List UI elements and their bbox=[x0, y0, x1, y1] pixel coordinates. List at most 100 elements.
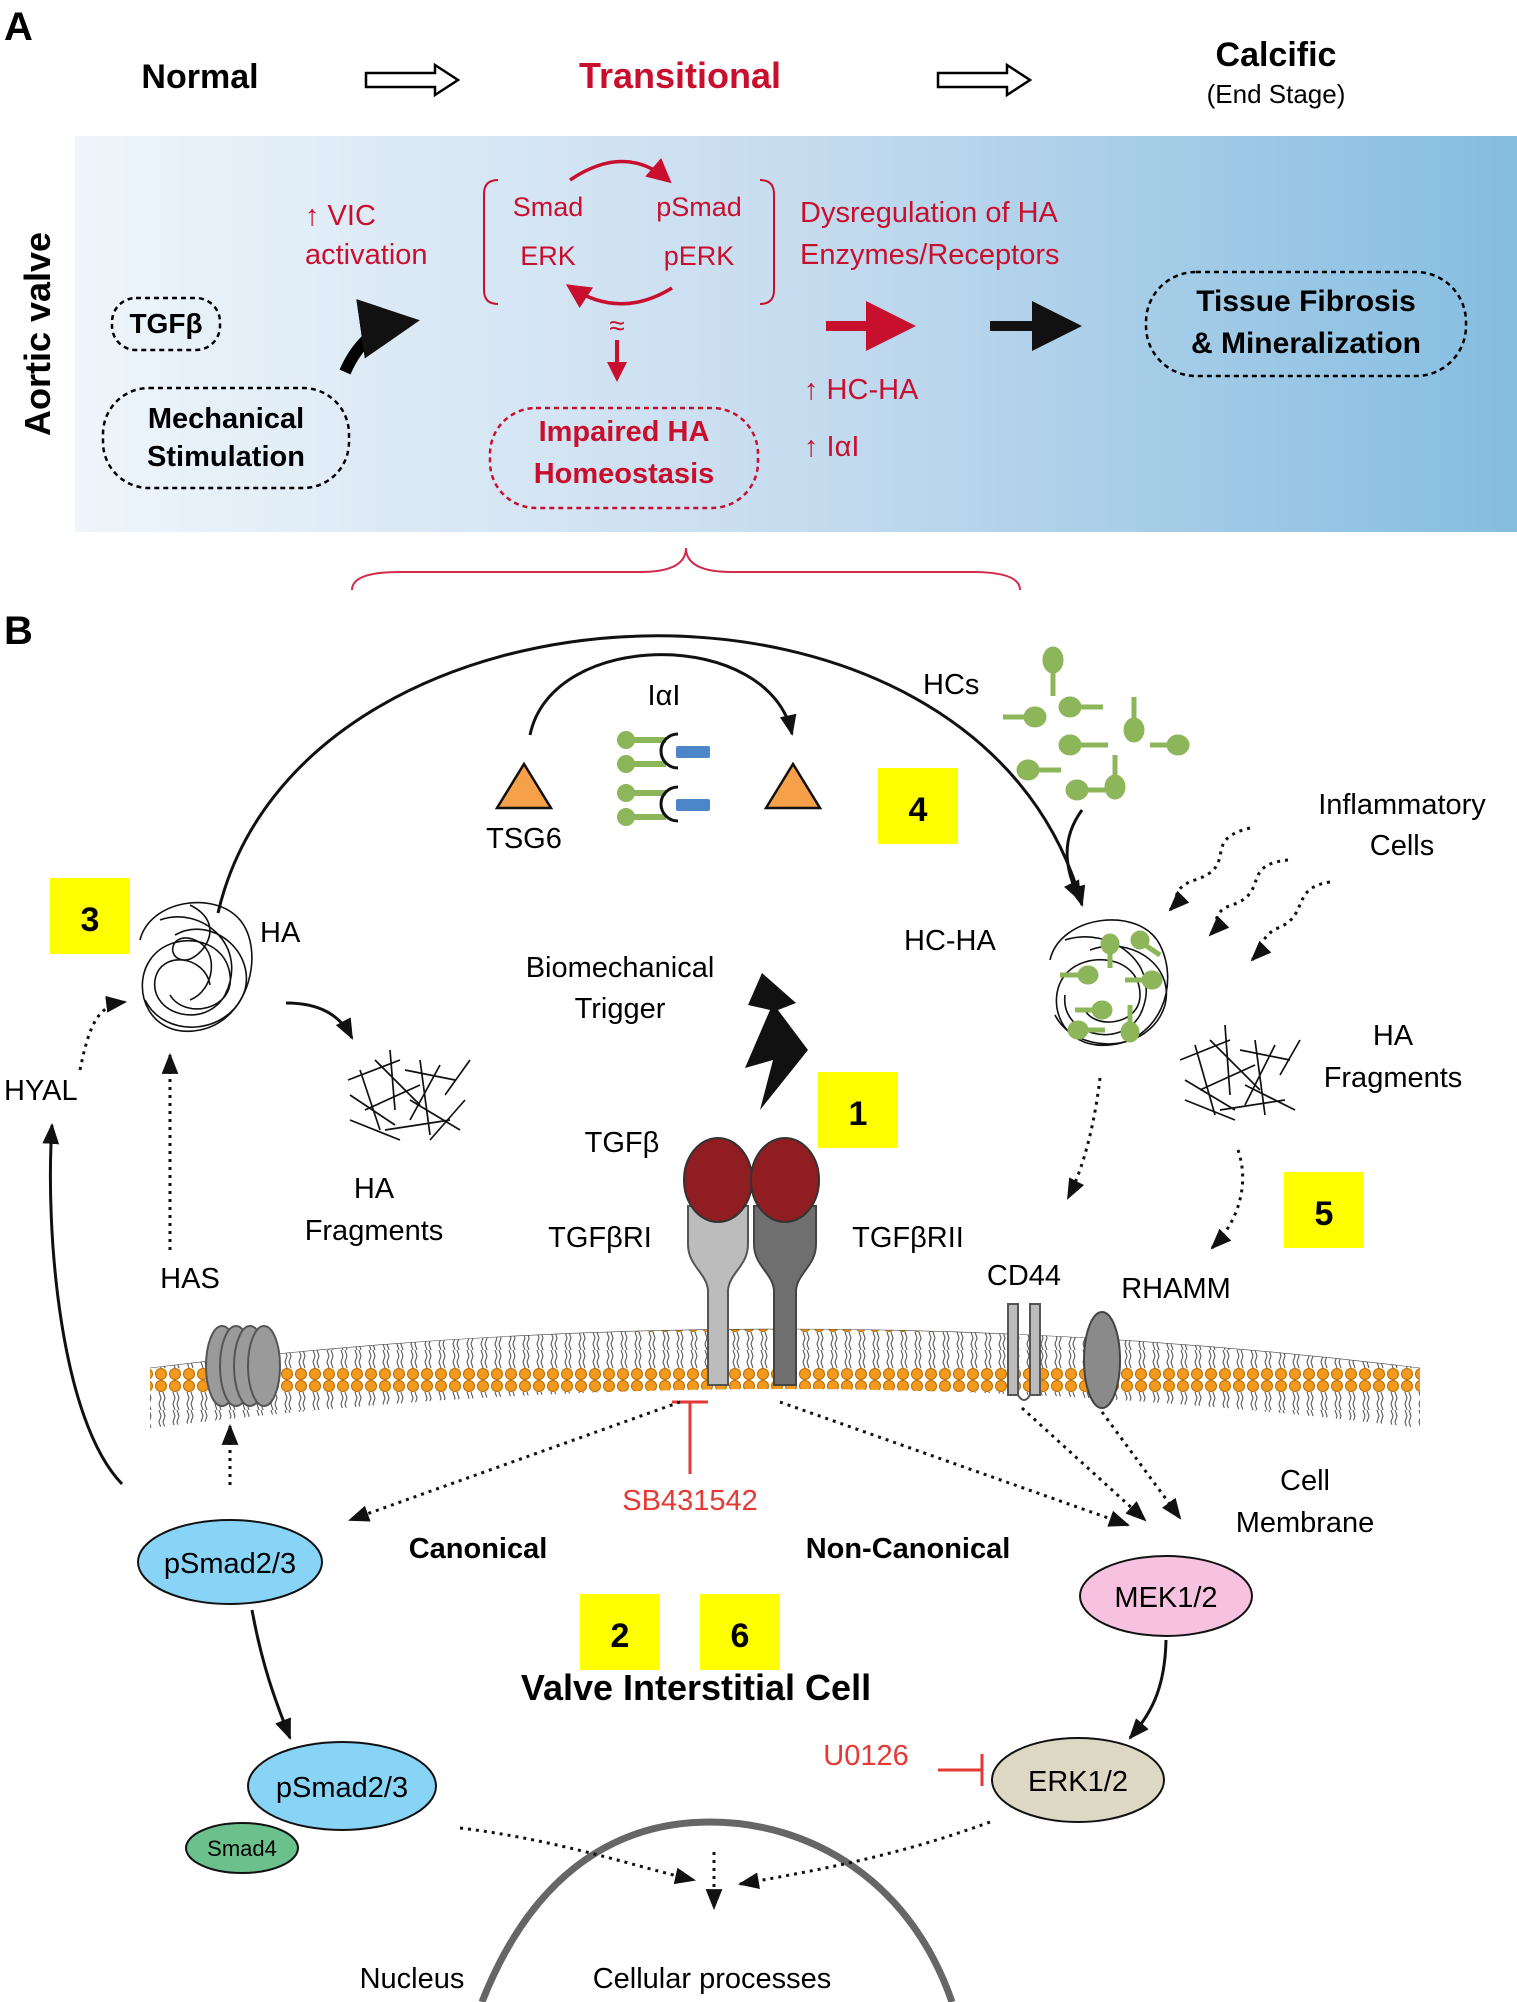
tsg6-loop-arrow bbox=[528, 653, 797, 737]
rhamm-label: RHAMM bbox=[1121, 1273, 1231, 1305]
ha-fragments-right-line1: HA bbox=[1373, 1020, 1414, 1052]
tgfb-ligand-right bbox=[750, 1137, 820, 1223]
open-arrow-1 bbox=[364, 62, 461, 98]
up-hc-ha: ↑ HC-HA bbox=[804, 374, 919, 406]
cellular-processes-label: Cellular processes bbox=[593, 1963, 832, 1995]
tsg6-label: TSG6 bbox=[486, 823, 562, 855]
tgfb-input-label: TGFβ bbox=[129, 308, 202, 339]
cells-label: Cells bbox=[1370, 830, 1434, 862]
sb431542-label: SB431542 bbox=[622, 1485, 757, 1517]
stage-calcific-sub: (End Stage) bbox=[1207, 79, 1346, 109]
tgfbri-label: TGFβRI bbox=[548, 1222, 652, 1254]
ha-fragments-left-line2: Fragments bbox=[305, 1215, 444, 1247]
psmad-node-top bbox=[137, 1519, 323, 1605]
psmad-node-bottom bbox=[247, 1741, 437, 1831]
impaired-ha-homeostasis-box bbox=[488, 406, 760, 510]
vic-activation-line1: ↑ VIC bbox=[305, 200, 376, 232]
mechanical-stimulation-box bbox=[101, 386, 351, 490]
stage-transitional: Transitional bbox=[579, 55, 781, 96]
dysregulation-line1: Dysregulation of HA bbox=[800, 197, 1059, 229]
cycle-psmad: pSmad bbox=[656, 192, 742, 222]
ha-label: HA bbox=[260, 917, 301, 949]
hcha-to-cd44-arrow bbox=[1066, 1077, 1102, 1200]
ha-to-hcha-arc bbox=[216, 634, 1086, 914]
badge-6: 6 bbox=[700, 1594, 780, 1670]
cd44-label: CD44 bbox=[987, 1260, 1061, 1292]
receptor-to-psmad-arrow bbox=[348, 1400, 681, 1522]
input-curved-arrow bbox=[339, 299, 420, 375]
svg-text:2: 2 bbox=[611, 1617, 630, 1655]
inflammatory-label: Inflammatory bbox=[1318, 789, 1486, 821]
biomechanical-label: Biomechanical bbox=[526, 952, 715, 984]
hcs-arrow bbox=[1064, 809, 1084, 902]
cycle-perk: pERK bbox=[664, 241, 735, 271]
tgfb-label: TGFβ bbox=[585, 1127, 660, 1159]
ha-fragments-right bbox=[1179, 1024, 1301, 1121]
stage-calcific: Calcific bbox=[1216, 36, 1337, 74]
receptor-to-mek-arrow bbox=[779, 1400, 1130, 1527]
psmad-to-processes-arrow bbox=[459, 1826, 697, 1885]
tsg6-triangle-left bbox=[494, 761, 554, 810]
svg-text:1: 1 bbox=[849, 1095, 868, 1133]
vic-activation-line2: activation bbox=[305, 239, 428, 271]
trigger-label: Trigger bbox=[575, 993, 666, 1025]
rhamm-to-mek-arrow bbox=[1100, 1411, 1182, 1520]
tissue-fibrosis-box bbox=[1144, 270, 1468, 378]
open-arrow-2 bbox=[936, 62, 1033, 98]
badge-4: 4 bbox=[878, 768, 958, 844]
hyal-arrow bbox=[78, 995, 128, 1071]
impaired-ha-label: Impaired HA bbox=[539, 416, 710, 448]
inflammatory-arrows bbox=[1168, 826, 1331, 962]
mek-node bbox=[1079, 1555, 1253, 1637]
tgfbrii-label: TGFβRII bbox=[852, 1222, 964, 1254]
psmad-bottom-label: pSmad2/3 bbox=[276, 1772, 408, 1804]
vic-title: Valve Interstitial Cell bbox=[521, 1667, 871, 1708]
panel-a-label: A bbox=[4, 5, 33, 49]
hc-ha-coil bbox=[1049, 919, 1169, 1046]
mek-to-erk-arrow bbox=[1128, 1639, 1168, 1740]
nucleus-label: Nucleus bbox=[360, 1963, 465, 1995]
erk-to-processes-arrow bbox=[737, 1820, 991, 1890]
dysregulation-line2: Enzymes/Receptors bbox=[800, 239, 1060, 271]
smad4-node bbox=[185, 1822, 299, 1874]
u0126-label: U0126 bbox=[823, 1740, 908, 1772]
cd44-receptor bbox=[1007, 1303, 1041, 1401]
homeostasis-label: Homeostasis bbox=[534, 458, 715, 490]
mineralization-label: & Mineralization bbox=[1191, 327, 1421, 360]
ha-fragments-left bbox=[347, 1049, 471, 1141]
up-iai: ↑ IαI bbox=[804, 431, 859, 463]
svg-text:4: 4 bbox=[909, 791, 928, 829]
fragments-to-rhamm-arrow bbox=[1210, 1149, 1245, 1250]
signaling-cycle: Smad pSmad ERK pERK ≈ bbox=[483, 157, 775, 382]
cycle-erk: ERK bbox=[520, 241, 576, 271]
cell-membrane-line2: Membrane bbox=[1236, 1507, 1375, 1539]
panel-b-label: B bbox=[4, 609, 33, 653]
badge-1: 1 bbox=[818, 1072, 898, 1148]
iai-molecules bbox=[617, 731, 710, 826]
lightning-bolt-icon bbox=[745, 973, 808, 1110]
hcs-label: HCs bbox=[923, 669, 979, 701]
svg-text:5: 5 bbox=[1315, 1195, 1334, 1233]
cycle-approx: ≈ bbox=[609, 310, 624, 341]
stage-normal: Normal bbox=[141, 58, 258, 96]
erk-label: ERK1/2 bbox=[1028, 1766, 1128, 1798]
ha-fragment-arrow bbox=[285, 1001, 354, 1040]
has-enzyme bbox=[205, 1325, 281, 1407]
ha-coil-left bbox=[139, 901, 253, 1033]
cell-membrane-line1: Cell bbox=[1280, 1465, 1330, 1497]
stimulation-label: Stimulation bbox=[147, 441, 305, 473]
cycle-smad: Smad bbox=[513, 192, 584, 222]
panel-bracket bbox=[351, 547, 1021, 591]
panel-a: A Normal Transitional Calcific (End Stag… bbox=[4, 5, 1517, 591]
aortic-valve-label: Aortic valve bbox=[17, 232, 58, 436]
badge-3: 3 bbox=[50, 878, 130, 954]
erk-node bbox=[991, 1737, 1165, 1823]
panel-b: B IαI TSG6 HCs bbox=[4, 609, 1486, 2002]
badge-5: 5 bbox=[1284, 1172, 1364, 1248]
hyal-label: HYAL bbox=[4, 1075, 78, 1107]
svg-text:3: 3 bbox=[81, 901, 100, 939]
rhamm-receptor bbox=[1083, 1311, 1121, 1409]
psmad-to-nucleus-arrow bbox=[250, 1609, 292, 1740]
cd44-to-mek-arrow bbox=[1020, 1406, 1147, 1522]
noncanonical-label: Non-Canonical bbox=[806, 1533, 1011, 1565]
